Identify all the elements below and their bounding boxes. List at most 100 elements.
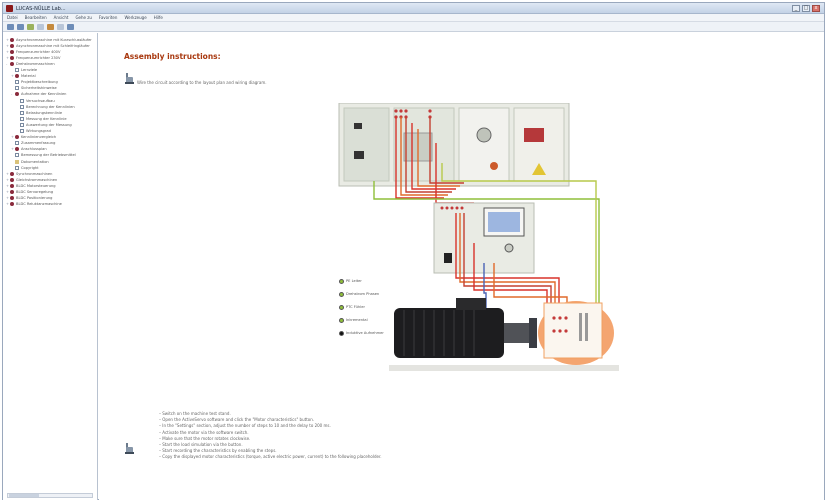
search-icon[interactable] [47,23,54,30]
tree-item[interactable]: Bemessung der Betriebsmittel [11,153,96,158]
expander-icon[interactable]: + [11,147,15,152]
tree-item-label: Bemessung der Betriebsmittel [21,153,76,158]
menu-item[interactable]: Gehe zu [75,15,92,20]
legend-item: PE Leiter [339,279,386,284]
tree-item-label: Versuchsaufbau [26,98,55,103]
tree-item[interactable]: + Gleichstrommaschinen [6,177,96,182]
font-size-icon[interactable] [57,23,64,30]
tree-item-label: Gleichstrommaschinen [16,177,58,182]
title-bar[interactable]: LUCAS-NÜLLE Lab... _ □ x [3,3,824,14]
expander-icon[interactable]: + [6,190,10,194]
book-icon [10,171,14,176]
close-button[interactable]: x [812,5,820,12]
doc-icon [15,86,19,91]
expander-icon[interactable]: + [11,74,15,79]
tree-item-label: BLDC Reluktanzmaschine [16,202,62,207]
tree-item[interactable]: Copyright [11,165,96,170]
tree-item[interactable]: +Synchronmaschinen [6,171,96,176]
tree-item[interactable]: -Aufnahme der Kennlinien [11,92,96,97]
book-icon [10,55,14,60]
content-pane: Assembly instructions: Wire the circuit … [99,33,824,500]
tree-item[interactable]: Auswertung der Messung [16,122,96,127]
expander-icon[interactable]: + [6,171,10,176]
book-icon [10,43,14,48]
tree-item-label: Messung der Kennlinie [26,116,67,121]
hand-icon [125,443,134,454]
tree-item-label: Auswertung der Messung [26,122,72,127]
tree-item[interactable]: + Anschlussplan [11,147,96,152]
menu-item[interactable]: Werkzeuge [124,15,147,20]
tree-item[interactable]: Zusammenfassung [11,141,96,146]
help-icon[interactable] [67,23,74,30]
tree-item[interactable]: + BLDC Servoregelung [6,190,96,195]
tree-item-label: Copyright [21,165,39,170]
folder-icon [15,159,19,164]
tree-item[interactable]: +Material [11,74,96,79]
tree-item[interactable]: Dokumentation [11,159,96,164]
expander-icon[interactable]: + [6,177,10,182]
tree-item[interactable]: +BLDC Motorsteuerung [6,183,96,188]
expander-icon[interactable]: + [6,37,10,42]
expander-icon[interactable]: - [6,61,8,66]
legend-item: Inkremental [339,318,386,323]
menu-bar: Datei Bearbeiten Ansicht Gehe zu Favoriten We… [3,14,824,22]
menu-item[interactable]: Bearbeiten [24,15,47,20]
home-icon[interactable] [27,23,34,30]
tree-item[interactable]: +Asynchronmaschine mit Schleifringläufer [6,43,96,48]
maximize-button[interactable]: □ [802,5,810,12]
expander-icon[interactable]: + [6,202,10,207]
expander-icon[interactable]: + [6,55,10,60]
sidebar-scrollbar[interactable] [7,493,93,498]
book-icon [10,37,14,42]
tree-item-label: BLDC Positionierung [16,196,53,201]
expander-icon[interactable]: + [6,196,10,201]
tree-item[interactable]: Versuchsaufbau [16,98,96,103]
tree-item[interactable]: Lernziele [11,68,96,73]
scrollbar-thumb[interactable] [9,494,39,497]
tree-item-label: Projektbeschreibung [21,80,58,85]
tree-item-label: BLDC Servoregelung [16,190,54,194]
step-item: – Switch on the machine test stand. [159,411,231,416]
tree-item[interactable]: -Drehstrommaschinen [6,61,96,66]
tree-item[interactable]: Sicherheitshinweise [11,86,96,91]
minimize-button[interactable]: _ [792,5,800,12]
tree-item[interactable]: + BLDC Reluktanzmaschine [6,202,96,207]
tree-item[interactable]: Projektbeschreibung [11,80,96,85]
tree-item-label: Anschlussplan [21,147,47,152]
intro-text: Wire the circuit according to the layout… [137,80,267,85]
expander-icon[interactable]: + [6,49,10,54]
book-icon [10,61,14,66]
expander-icon[interactable]: + [6,43,10,48]
tree-item[interactable]: Berechnung der Kennlinien [16,104,96,109]
tree-item[interactable]: Messung der Kennlinie [16,116,96,121]
toc-sidebar: +Asynchronmaschine mit Kurzschlussläufer… [3,33,98,500]
toolbar [3,22,824,32]
page-title: Assembly instructions: [124,52,221,61]
expander-icon[interactable]: - [11,92,13,97]
forward-icon[interactable] [17,23,24,30]
menu-item[interactable]: Favoriten [98,15,118,20]
menu-item[interactable]: Ansicht [53,15,69,20]
expander-icon[interactable]: + [6,183,10,188]
tree-item[interactable]: +Asynchronmaschine mit Kurzschlussläufer [6,37,96,42]
print-icon[interactable] [37,23,44,30]
tree-item-label: Frequenzumrichter 230V [16,55,61,60]
doc-icon [20,104,24,109]
tree-item[interactable]: Belastungskennlinie [16,110,96,115]
book-icon [15,74,19,79]
tree-item[interactable]: Wirkungsgrad [16,129,96,134]
expander-icon[interactable]: + [11,135,15,140]
menu-item[interactable]: Datei [7,15,18,20]
hand-icon [125,73,134,84]
tree-item-label: Dokumentation [21,159,49,164]
tree-item-label: Lernziele [21,68,38,72]
tree-item[interactable]: + BLDC Positionierung [6,196,96,201]
tree-item[interactable]: +Frequenzumrichter 400V [6,49,96,54]
tree-item[interactable]: + Frequenzumrichter 230V [6,55,96,60]
back-icon[interactable] [7,23,14,30]
menu-item[interactable]: Hilfe [153,15,163,20]
wiring-diagram [338,103,619,371]
tree-item[interactable]: +Kennlinienvergleich [11,135,96,140]
doc-icon [15,80,19,85]
